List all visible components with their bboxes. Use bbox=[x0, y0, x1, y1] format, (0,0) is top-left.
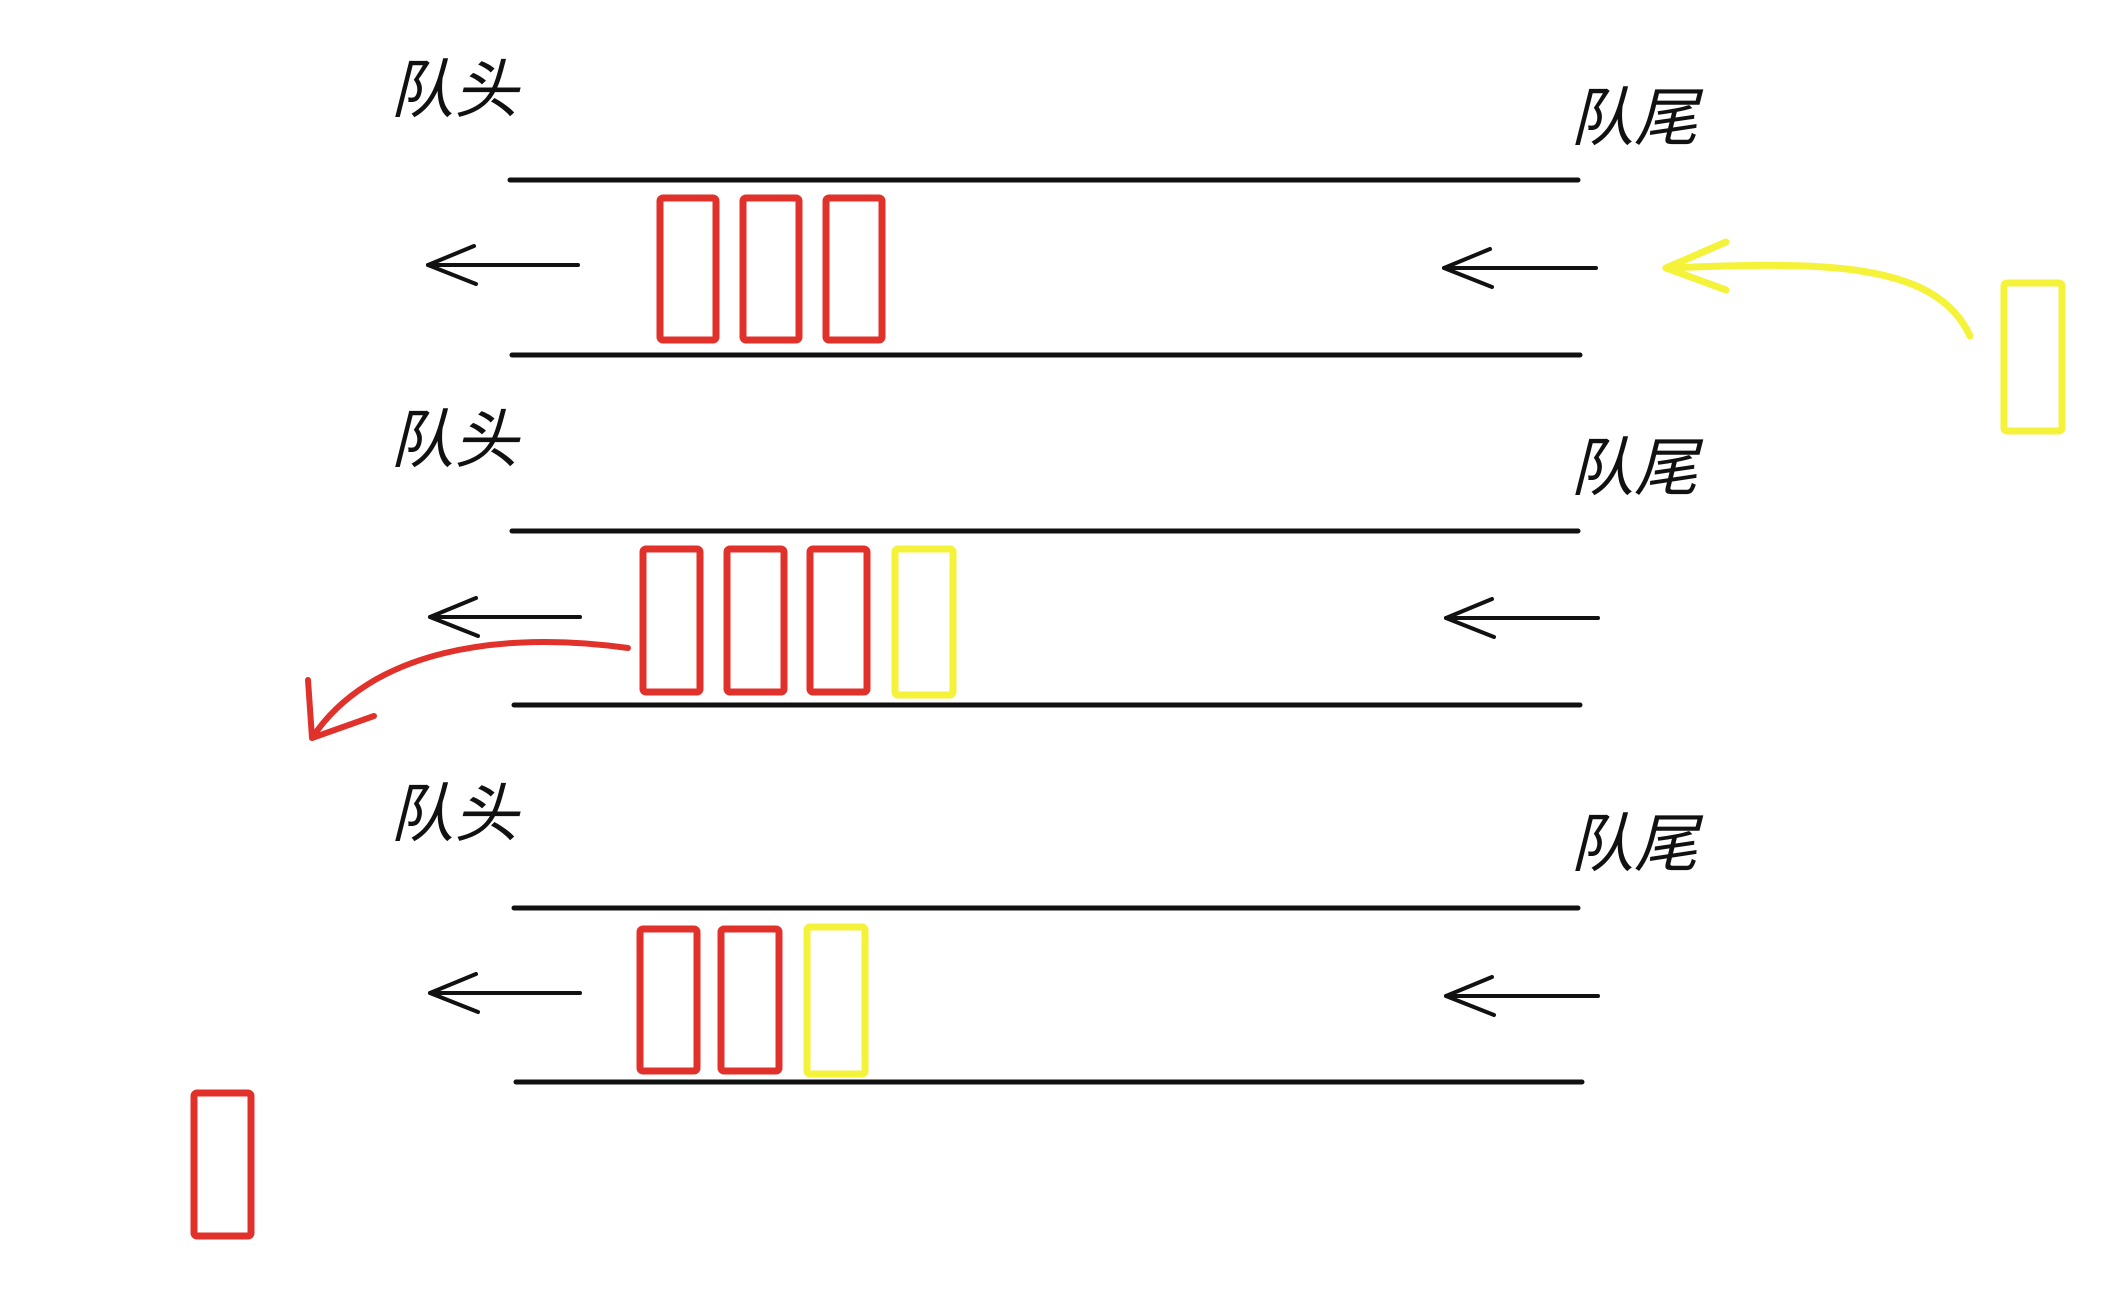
queue-2-tail-arrow bbox=[1444, 597, 1600, 639]
queue-3-item-3-new bbox=[803, 923, 869, 1078]
queue-1-enqueue-arrow bbox=[1662, 238, 1974, 340]
queue-2: 队头 队尾 bbox=[305, 404, 1704, 741]
queue-2-head-arrow bbox=[428, 596, 582, 638]
queue-3-item-1 bbox=[636, 925, 701, 1075]
queue-2-head-label: 队头 bbox=[390, 404, 521, 478]
queue-3-removed-item bbox=[190, 1089, 255, 1240]
queue-1-incoming-item bbox=[2000, 279, 2066, 435]
queue-3-tail-label: 队尾 bbox=[1570, 808, 1704, 882]
queue-2-item-4-new bbox=[891, 545, 957, 699]
queue-1-head-arrow bbox=[426, 244, 580, 286]
queue-2-tail-label: 队尾 bbox=[1570, 432, 1704, 506]
queue-3: 队头 队尾 bbox=[190, 778, 1704, 1240]
queue-2-item-2 bbox=[723, 545, 788, 696]
queue-2-item-1 bbox=[639, 545, 704, 696]
queue-1-item-1 bbox=[656, 194, 720, 344]
queue-1-head-label: 队头 bbox=[390, 54, 521, 128]
queue-3-head-arrow bbox=[428, 972, 582, 1014]
queue-3-head-label: 队头 bbox=[390, 778, 521, 852]
queue-1-tail-label: 队尾 bbox=[1570, 82, 1704, 156]
queue-3-item-2 bbox=[717, 925, 783, 1075]
queue-1-tail-arrow bbox=[1442, 247, 1598, 289]
queue-1-item-3 bbox=[822, 194, 886, 344]
queue-1: 队头 队尾 bbox=[390, 54, 2066, 435]
queue-2-item-3 bbox=[806, 545, 871, 696]
queue-1-item-2 bbox=[739, 194, 803, 344]
queue-2-dequeue-arrow bbox=[305, 639, 631, 741]
queue-3-tail-arrow bbox=[1444, 975, 1600, 1017]
